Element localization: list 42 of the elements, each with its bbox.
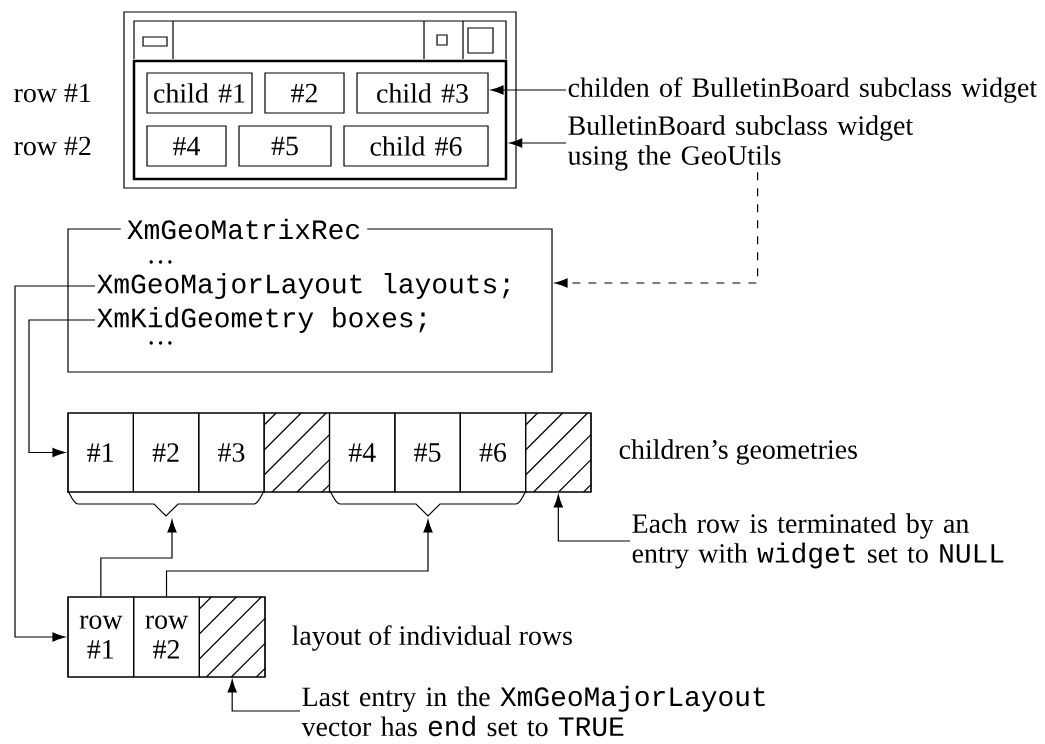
callout-text: BulletinBoard subclass widget using the GeoUtils (568, 115, 913, 171)
arrow (100, 519, 177, 597)
callout-text: Last entry in the XmGeoMajorLayout vector has end set to TRUE (301, 685, 765, 737)
array-cell (525, 412, 592, 493)
brace (329, 491, 527, 517)
array-cell: #3 (198, 412, 265, 493)
ellipsis: … (149, 260, 172, 264)
child-box: #5 (238, 125, 332, 167)
arrow (553, 494, 631, 542)
array-cell: #2 (132, 412, 200, 493)
caption-text: layout of individual rows (292, 625, 572, 651)
child-box: #4 (146, 125, 227, 167)
container-panel (132, 59, 508, 181)
row-label: row #2 (14, 136, 91, 156)
arrow (14, 285, 96, 642)
child-box: #2 (264, 72, 345, 114)
callout-text: Each row is terminated by an entry with widget set to NULL (632, 513, 1004, 569)
code-line: XmKidGeometry boxes; (97, 307, 426, 333)
arrow (490, 85, 567, 95)
child-box: child #6 (343, 125, 489, 167)
arrow (509, 138, 567, 148)
array-cell: #4 (328, 412, 396, 493)
array-cell (263, 412, 331, 493)
array-cell: row #1 (67, 596, 135, 678)
array-cell: #5 (394, 412, 461, 493)
arrow (227, 679, 301, 712)
code-line: XmGeoMajorLayout layouts; (97, 273, 509, 299)
arrow (554, 171, 759, 288)
arrow (165, 519, 433, 597)
brace (67, 491, 265, 517)
callout-text: childen of BulletinBoard subclass widget (568, 77, 1037, 103)
array-cell (198, 596, 266, 678)
child-box: child #1 (146, 72, 253, 114)
window-drawing (123, 11, 517, 189)
arrow (28, 319, 96, 458)
ellipsis: … (149, 341, 172, 345)
row-label: row #1 (14, 83, 91, 103)
array-cell: #1 (67, 412, 134, 493)
array-cell: row #2 (133, 596, 200, 678)
caption-text: children’s geometries (619, 439, 857, 465)
child-box: child #3 (356, 72, 489, 114)
array-cell: #6 (459, 412, 527, 493)
